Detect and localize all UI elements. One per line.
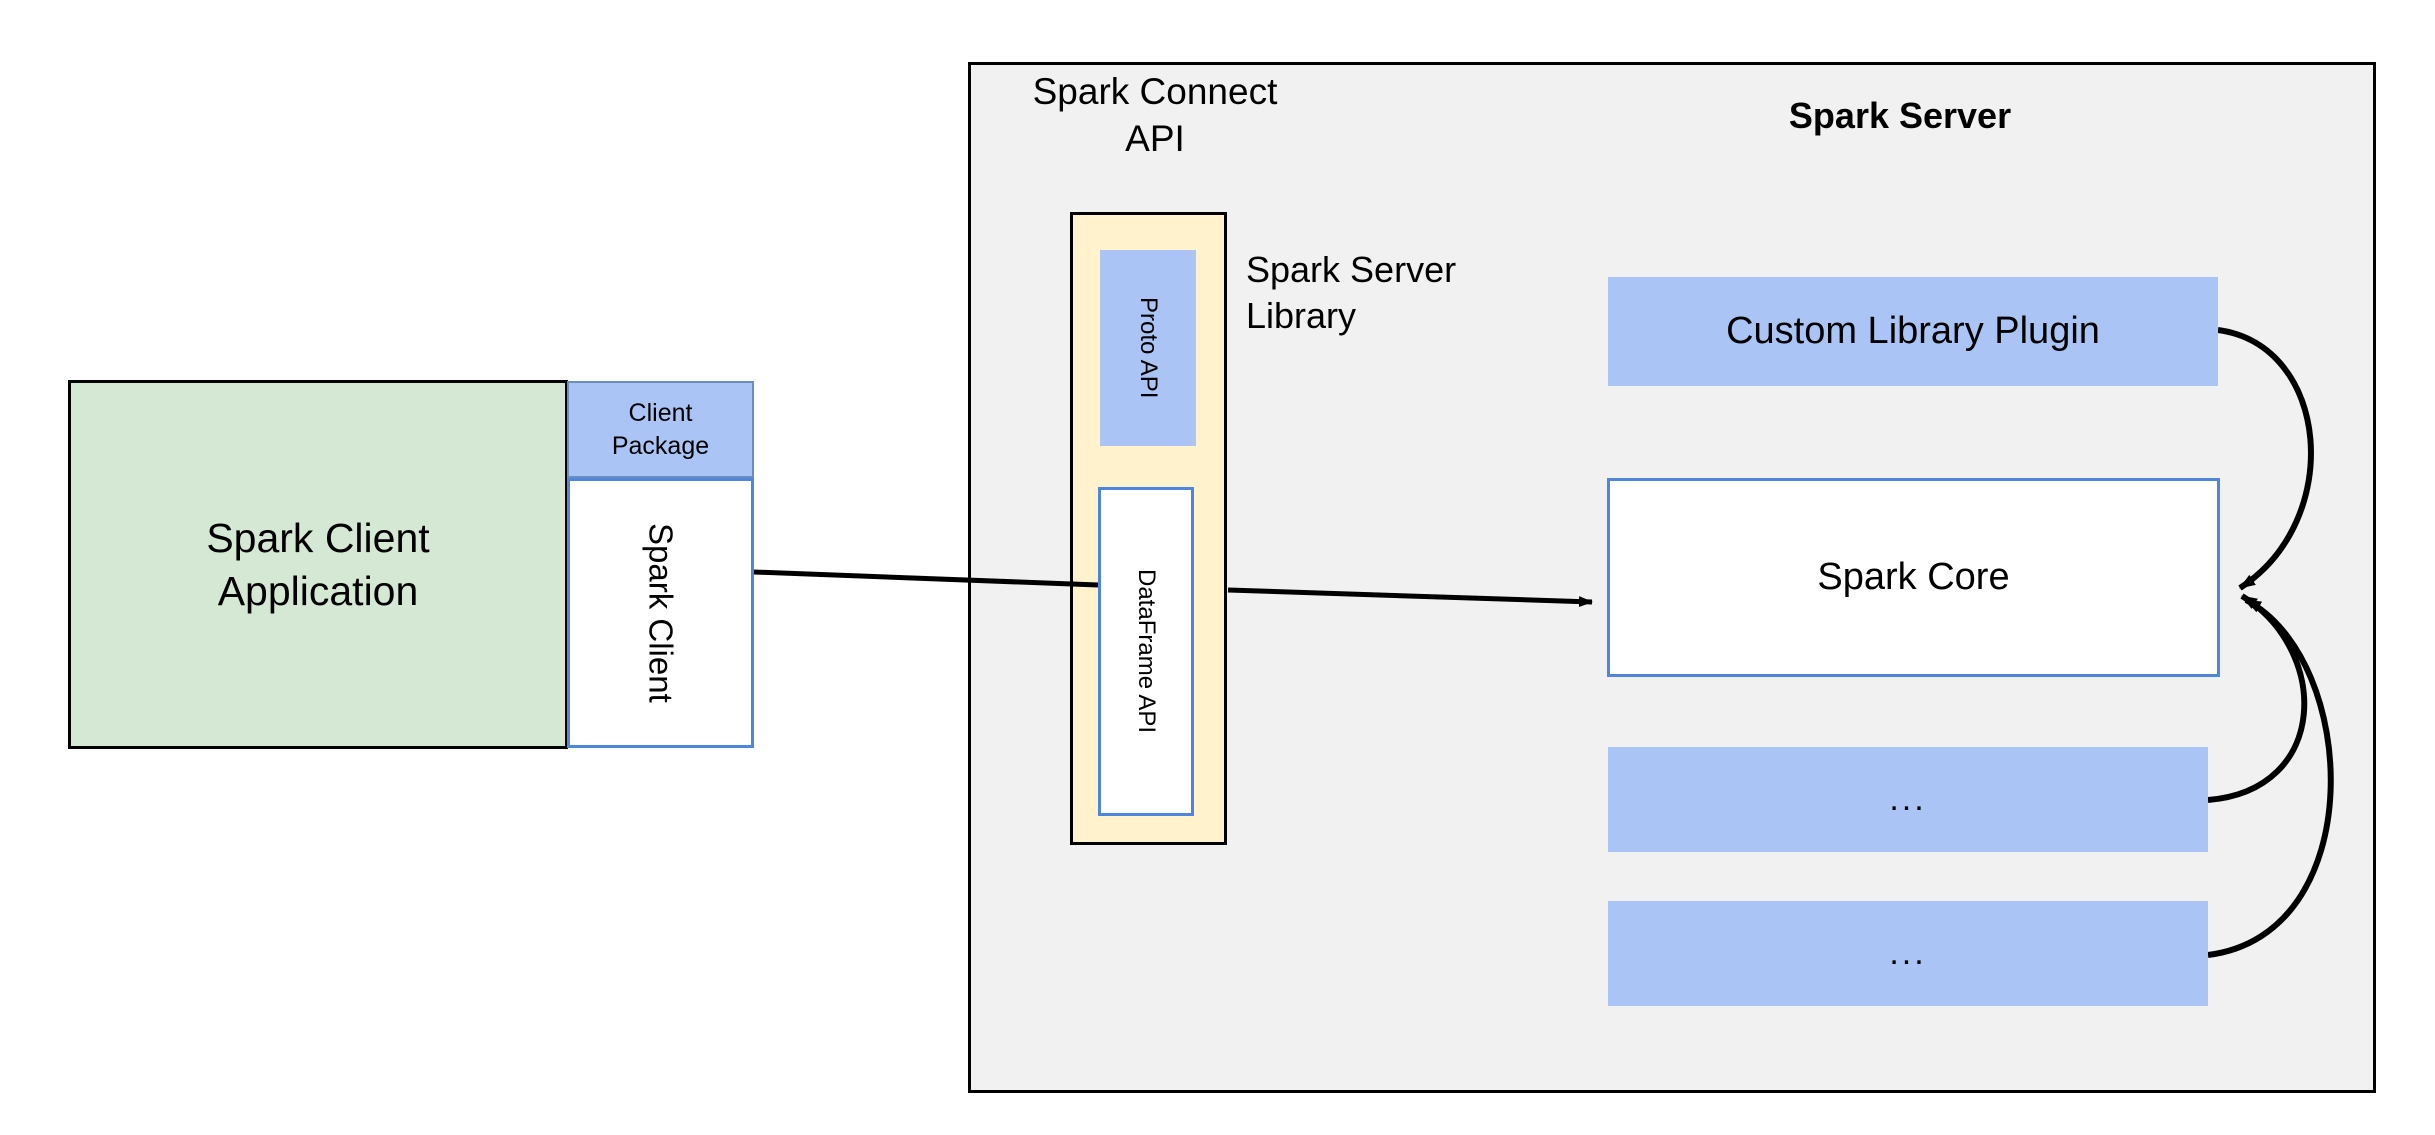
spark-client-application-box[interactable]: Spark Client Application xyxy=(68,380,568,749)
proto-api-label: Proto API xyxy=(1135,297,1162,399)
client-app-line1: Spark Client xyxy=(206,515,430,562)
spark-server-library-line1: Spark Server xyxy=(1246,249,1457,290)
client-package-line1: Client xyxy=(628,399,693,427)
spark-server-library-label: Spark Server Library xyxy=(1246,247,1576,339)
spark-connect-api-label: Spark Connect API xyxy=(1000,68,1310,163)
placeholder-box-2[interactable]: ... xyxy=(1608,901,2208,1006)
spark-connect-api-line1: Spark Connect xyxy=(1032,71,1278,112)
spark-core-box[interactable]: Spark Core xyxy=(1607,478,2220,677)
proto-api-box[interactable]: Proto API xyxy=(1100,250,1196,446)
client-app-line2: Application xyxy=(217,567,419,614)
dataframe-api-label: DataFrame API xyxy=(1133,569,1160,734)
spark-server-library-line2: Library xyxy=(1246,295,1357,337)
spark-client-box[interactable]: Spark Client xyxy=(567,478,754,748)
client-package-box[interactable]: Client Package xyxy=(567,381,754,478)
spark-client-label: Spark Client xyxy=(642,523,680,703)
dataframe-api-box[interactable]: DataFrame API xyxy=(1098,487,1194,816)
spark-connect-api-line2: API xyxy=(1125,118,1185,160)
client-package-line2: Package xyxy=(611,431,710,460)
spark-server-title: Spark Server xyxy=(1788,95,2012,136)
custom-library-plugin-box[interactable]: Custom Library Plugin xyxy=(1608,277,2218,386)
placeholder-box-1[interactable]: ... xyxy=(1608,747,2208,852)
